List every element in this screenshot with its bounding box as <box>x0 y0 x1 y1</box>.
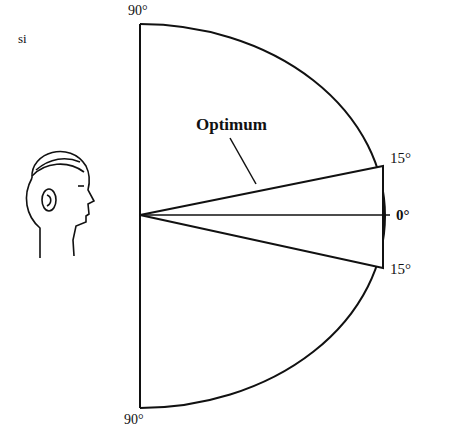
cut-off-text: si <box>18 32 27 45</box>
angle-label: 90° <box>128 4 148 18</box>
zero-line <box>140 214 390 216</box>
zone-label: Optimum <box>196 116 267 133</box>
optimum-wedge <box>140 166 383 268</box>
angle-label: 15° <box>390 262 411 277</box>
head-sketch <box>26 151 94 258</box>
angle-label: 0° <box>396 208 410 223</box>
leader-line <box>230 138 256 184</box>
angle-label: 15° <box>390 151 411 166</box>
viewing-arc <box>140 24 385 408</box>
angle-label: 90° <box>124 413 144 427</box>
